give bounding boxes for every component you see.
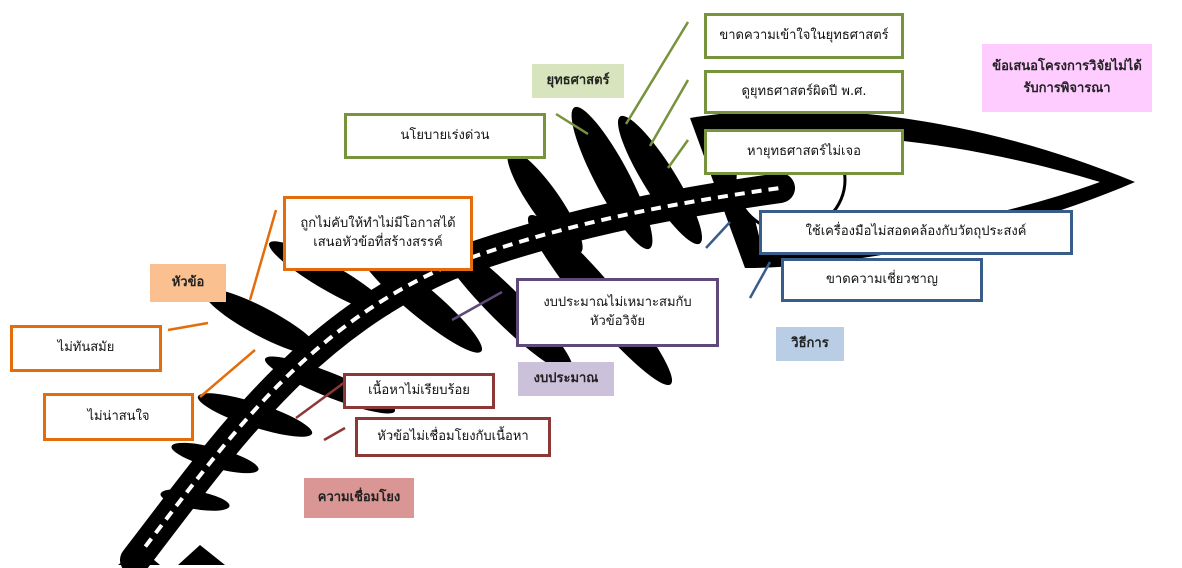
cause-method-2: ขาดความเชี่ยวชาญ xyxy=(781,258,983,302)
problem-statement: ข้อเสนอโครงการวิจัยไม่ได้ รับการพิจารณา xyxy=(982,44,1152,112)
cause-strategy-3: หายุทธศาสตร์ไม่เจอ xyxy=(704,129,904,175)
category-connection: ความเชื่อมโยง xyxy=(304,478,414,518)
cause-connection-1: เนื้อหาไม่เรียบร้อย xyxy=(343,373,495,409)
cause-strategy-4: นโยบายเร่งด่วน xyxy=(344,113,546,159)
category-strategy: ยุทธศาสตร์ xyxy=(532,64,624,98)
cause-budget-1: งบประมาณไม่เหมาะสมกับ หัวข้อวิจัย xyxy=(516,278,719,347)
cause-connection-2: หัวข้อไม่เชื่อมโยงกับเนื้อหา xyxy=(355,417,551,457)
cause-strategy-1: ขาดความเข้าใจในยุทธศาสตร์ xyxy=(704,13,904,59)
category-method: วิธีการ xyxy=(776,327,844,361)
connector-lines xyxy=(167,21,772,442)
cause-topic-1: ถูกไม่คับให้ทำไม่มีโอกาสได้ เสนอหัวข้อที… xyxy=(283,196,473,271)
cause-topic-3: ไม่น่าสนใจ xyxy=(43,393,194,441)
cause-strategy-2: ดูยุทธศาสตร์ผิดปี พ.ศ. xyxy=(704,70,904,114)
cause-method-1: ใช้เครื่องมือไม่สอดคล้องกับวัตถุประสงค์ xyxy=(759,210,1073,255)
category-topic: หัวข้อ xyxy=(150,264,226,302)
category-budget: งบประมาณ xyxy=(518,362,614,396)
tail-fins xyxy=(118,545,225,565)
cause-topic-2: ไม่ทันสมัย xyxy=(10,325,162,372)
